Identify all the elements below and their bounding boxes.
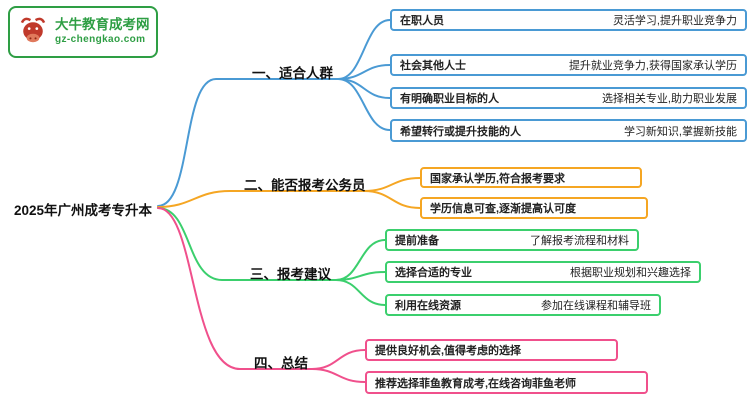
node-label: 在职人员: [400, 15, 444, 27]
mindmap-node: 选择合适的专业 根据职业规划和兴趣选择: [385, 261, 701, 283]
branch-label-civil-servant: 二、能否报考公务员: [244, 178, 366, 193]
node-label: 提前准备: [395, 235, 439, 247]
node-label: 希望转行或提升技能的人: [400, 125, 521, 138]
branch-1-links: [157, 19, 391, 207]
mindmap-node: 提供良好机会,值得考虑的选择: [365, 339, 618, 361]
mindmap-node: 推荐选择菲鱼教育成考,在线咨询菲鱼老师: [365, 371, 648, 394]
branch-4-links: [157, 207, 366, 383]
node-desc: 提升就业竞争力,获得国家承认学历: [568, 60, 737, 72]
node-label: 提供良好机会,值得考虑的选择: [375, 345, 522, 357]
logo-text: 大牛教育成考网 gz-chengkao.com: [55, 17, 150, 46]
mindmap-node: 社会其他人士 提升就业竞争力,获得国家承认学历: [390, 54, 747, 76]
node-label: 选择合适的专业: [395, 267, 472, 279]
mindmap-node: 在职人员 灵活学习,提升职业竞争力: [390, 9, 747, 31]
mindmap-node: 希望转行或提升技能的人 学习新知识,掌握新技能: [390, 119, 747, 142]
node-desc: 了解报考流程和材料: [530, 235, 629, 247]
node-desc: 根据职业规划和兴趣选择: [570, 267, 691, 279]
mindmap-node: 有明确职业目标的人 选择相关专业,助力职业发展: [390, 87, 747, 109]
node-label: 有明确职业目标的人: [400, 93, 499, 105]
bull-logo-icon: [20, 17, 46, 43]
node-label: 社会其他人士: [400, 60, 466, 72]
logo-url: gz-chengkao.com: [55, 34, 146, 46]
site-logo: 大牛教育成考网 gz-chengkao.com: [8, 6, 158, 58]
branch-label-summary: 四、总结: [254, 356, 308, 371]
mindmap-node: 学历信息可查,逐渐提高认可度: [420, 197, 648, 219]
node-desc: 选择相关专业,助力职业发展: [601, 93, 737, 105]
node-label: 国家承认学历,符合报考要求: [430, 172, 566, 185]
node-label: 推荐选择菲鱼教育成考,在线咨询菲鱼老师: [375, 377, 577, 390]
branch-3-links: [157, 207, 386, 306]
branch-2-links: [157, 177, 421, 209]
branch-label-suggestions: 三、报考建议: [250, 267, 331, 282]
mindmap-node: 提前准备 了解报考流程和材料: [385, 229, 639, 251]
node-label: 学历信息可查,逐渐提高认可度: [430, 203, 577, 215]
node-desc: 学习新知识,掌握新技能: [623, 125, 737, 138]
mindmap-node: 利用在线资源 参加在线课程和辅导班: [385, 294, 661, 316]
node-desc: 参加在线课程和辅导班: [541, 300, 651, 312]
root-node: 2025年广州成考专升本: [14, 203, 153, 218]
mindmap-node: 国家承认学历,符合报考要求: [420, 167, 642, 188]
node-label: 利用在线资源: [395, 300, 461, 312]
logo-title: 大牛教育成考网: [55, 17, 150, 33]
branch-label-suitable-groups: 一、适合人群: [252, 66, 333, 81]
node-desc: 灵活学习,提升职业竞争力: [612, 15, 737, 27]
